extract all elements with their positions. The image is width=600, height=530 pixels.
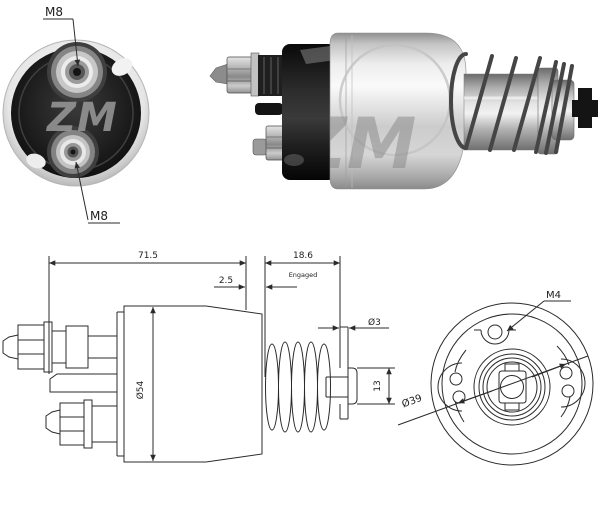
solenoid-body xyxy=(329,32,467,190)
terminal-stud-bottom xyxy=(47,126,99,178)
end-view-callouts: M8 M8 xyxy=(43,5,120,224)
dim-body-diameter: Ø54 xyxy=(135,380,146,399)
dim-pin-diameter: Ø3 xyxy=(368,317,381,328)
drawing-side-view: 71.5 18.6 Engaged 2.5 Ø3 13 Ø54 xyxy=(2,251,395,463)
reflection-highlight xyxy=(26,153,46,169)
solenoid-face xyxy=(11,48,141,178)
dimension-labels: 71.5 18.6 Engaged 2.5 Ø3 13 Ø54 xyxy=(135,251,383,399)
drawn-bracket-tab xyxy=(49,373,117,393)
terminal-bottom-label: M8 xyxy=(90,209,108,223)
drawn-center-rings xyxy=(473,348,551,426)
photo-side-view: ZM xyxy=(209,32,598,190)
dim-screw: M4 xyxy=(546,290,561,301)
terminal-stud-top xyxy=(47,42,107,102)
drawn-shaft-eyelet xyxy=(325,326,358,420)
middle-pin xyxy=(255,103,283,115)
drawn-terminal-top xyxy=(2,321,117,373)
drawn-ear-right xyxy=(556,345,586,418)
zm-watermark-body: ZM xyxy=(294,43,452,185)
drawn-terminal-bottom xyxy=(45,399,118,449)
dim-gap: 2.5 xyxy=(219,276,233,286)
reflection-highlight xyxy=(111,58,133,76)
zm-watermark: ZM xyxy=(45,95,118,141)
dim-eyelet-height: 13 xyxy=(373,380,383,391)
drawn-bellows xyxy=(265,341,331,433)
drawn-ear-left xyxy=(437,349,467,423)
leader-line xyxy=(72,18,81,67)
leader-line xyxy=(74,161,89,221)
photo-end-view: ZM xyxy=(2,39,150,187)
dimension-lines xyxy=(48,256,395,461)
dim-travel: 18.6 xyxy=(293,251,313,261)
dim-pilot-diameter: Ø39 xyxy=(400,392,423,410)
svg-text:ZM: ZM xyxy=(294,103,416,185)
drawn-hub xyxy=(498,363,527,411)
terminal-top-label: M8 xyxy=(45,5,63,19)
terminal-bolt-top xyxy=(209,52,288,97)
end-view-dimensions xyxy=(397,300,589,426)
dim-overall-length: 71.5 xyxy=(138,251,158,261)
plastic-cap xyxy=(282,44,336,180)
drawn-m4-boss xyxy=(474,324,516,345)
drawn-outer-circle xyxy=(430,302,594,466)
cross-tip xyxy=(572,88,598,128)
drawn-rim-circle xyxy=(441,313,583,455)
return-spring xyxy=(449,52,574,155)
dim-travel-note: Engaged xyxy=(289,271,318,279)
drawing-end-view: M4 Ø39 xyxy=(397,290,594,466)
